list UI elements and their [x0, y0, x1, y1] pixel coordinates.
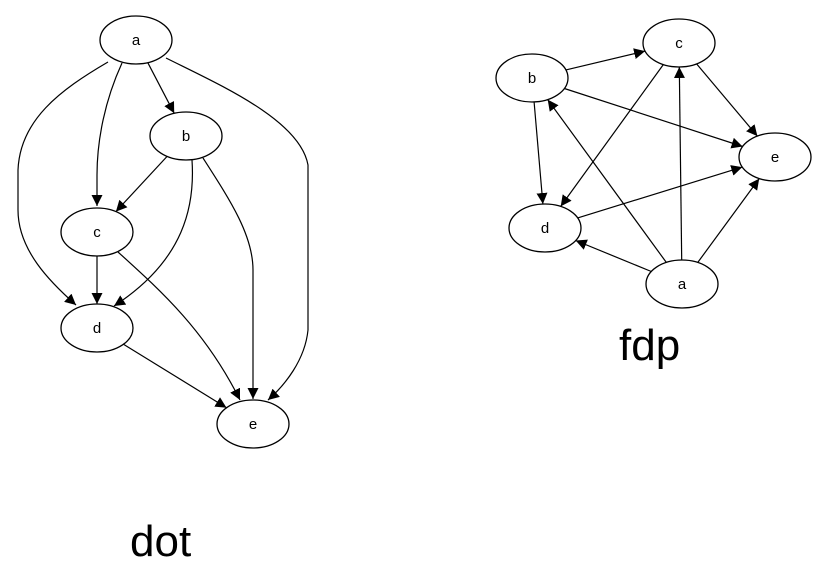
- node-d-label: d: [541, 220, 549, 237]
- node-e-label: e: [771, 149, 779, 166]
- node-b-label: b: [528, 70, 536, 87]
- edge-b-c: [115, 155, 168, 213]
- edge-c-e: [117, 251, 241, 401]
- edge-a-e: [697, 178, 760, 263]
- edge-a-b: [147, 62, 175, 114]
- node-a-label: a: [678, 276, 687, 293]
- node-a-label: a: [132, 32, 141, 49]
- node-e-shape: [738, 132, 812, 182]
- node-b-shape: [495, 53, 569, 103]
- node-b: b: [149, 111, 223, 161]
- edge-c-d: [560, 64, 664, 207]
- edge-d-e: [577, 165, 743, 219]
- node-c: c: [60, 207, 134, 257]
- node-e-shape: [216, 399, 290, 449]
- node-d: d: [60, 303, 134, 353]
- fdp-caption: fdp: [619, 321, 681, 370]
- node-c: c: [642, 18, 716, 68]
- edge-a-d: [17, 61, 109, 306]
- edge-b-d: [113, 159, 194, 307]
- node-c-shape: [60, 207, 134, 257]
- edge-b-e: [564, 87, 743, 149]
- edge-d-e: [123, 343, 227, 409]
- fdp-graph: a b c d e: [495, 18, 812, 309]
- dot-caption: dot: [130, 517, 192, 566]
- node-e: e: [738, 132, 812, 182]
- edge-a-c: [673, 66, 685, 261]
- node-e-label: e: [249, 416, 257, 433]
- edge-b-d: [533, 101, 548, 205]
- node-a: a: [645, 259, 719, 309]
- node-c-label: c: [675, 35, 683, 52]
- edge-b-c: [565, 48, 646, 71]
- node-d-shape: [508, 203, 582, 253]
- node-d-shape: [60, 303, 134, 353]
- node-d-label: d: [93, 320, 101, 337]
- dot-graph: a b c d e: [17, 15, 309, 449]
- edge-a-c: [91, 62, 123, 206]
- node-e: e: [216, 399, 290, 449]
- edge-c-e: [696, 63, 758, 137]
- node-c-label: c: [93, 224, 101, 241]
- node-a: a: [99, 15, 173, 65]
- node-c-shape: [642, 18, 716, 68]
- node-b: b: [495, 53, 569, 103]
- edge-a-e: [165, 57, 309, 401]
- edge-b-e: [202, 157, 259, 399]
- edge-a-d: [575, 239, 652, 273]
- node-d: d: [508, 203, 582, 253]
- node-b-label: b: [182, 128, 190, 145]
- edge-a-b: [547, 99, 667, 263]
- node-a-shape: [645, 259, 719, 309]
- node-b-shape: [149, 111, 223, 161]
- node-a-shape: [99, 15, 173, 65]
